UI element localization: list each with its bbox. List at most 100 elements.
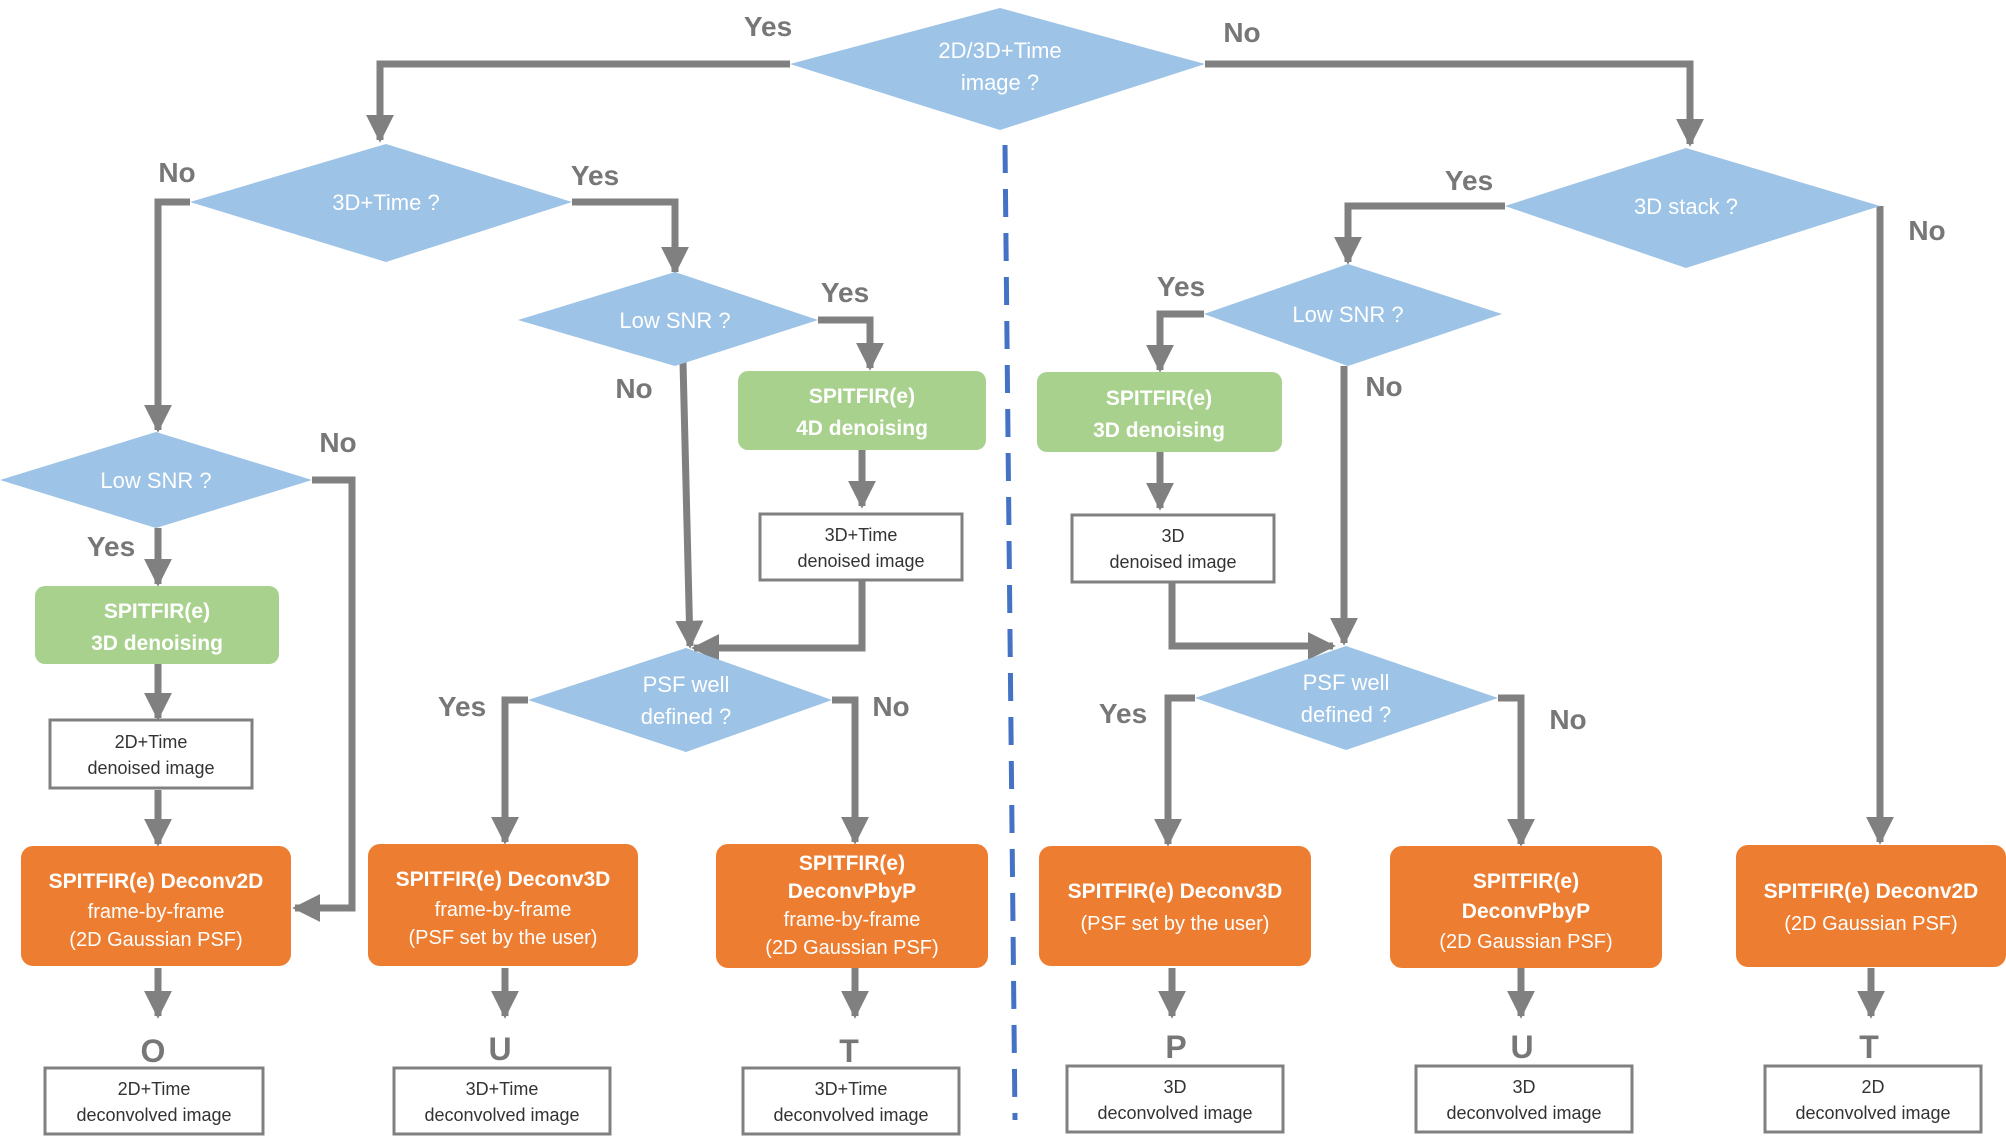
decision-low-snr-mid-label: Low SNR ?: [619, 308, 730, 333]
decision-low-snr-mid: Low SNR ?: [518, 272, 818, 366]
output-2d-time-line1: 2D+Time: [118, 1079, 191, 1099]
output-3d-a: 3D deconvolved image: [1065, 1064, 1285, 1134]
decision-psf-mid-line2: defined ?: [641, 704, 732, 729]
method-deconvpbyp-title2: DeconvPbyP: [1462, 900, 1590, 923]
decision-3d-stack: 3D stack ?: [1505, 148, 1880, 268]
decision-psf-mid: PSF well defined ?: [528, 648, 832, 752]
method-deconv2d-frame-title: SPITFIR(e) Deconv2D: [49, 870, 264, 893]
label-yes-top: Yes: [744, 11, 792, 42]
connectors: [144, 60, 1894, 1019]
intermediate-mid-line2: denoised image: [797, 551, 924, 571]
decision-top-line2: image ?: [961, 70, 1039, 95]
intermediate-mid-line1: 3D+Time: [825, 525, 898, 545]
output-3d-b-line2: deconvolved image: [1446, 1103, 1601, 1123]
output-2d-line1: 2D: [1861, 1077, 1884, 1097]
method-deconv3d-frame-sub2: (PSF set by the user): [409, 927, 598, 949]
output-3d-time-a-line2: deconvolved image: [424, 1105, 579, 1125]
method-deconvpbyp-sub1: (2D Gaussian PSF): [1439, 931, 1612, 953]
method-deconvpbyp-frame-sub2: (2D Gaussian PSF): [765, 937, 938, 959]
output-3d-time-a: 3D+Time deconvolved image: [392, 1066, 612, 1136]
label-no-snr-right: No: [1365, 371, 1402, 402]
decision-psf-right-line2: defined ?: [1301, 702, 1392, 727]
label-yes-stack: Yes: [1445, 165, 1493, 196]
label-no-time3d: No: [158, 157, 195, 188]
method-deconv2d-frame-sub1: frame-by-frame: [88, 901, 225, 923]
method-deconvpbyp-title1: SPITFIR(e): [1473, 870, 1579, 893]
method-deconv3d-sub1: (PSF set by the user): [1081, 913, 1270, 935]
label-yes-snr-mid: Yes: [821, 277, 869, 308]
decision-low-snr-right-label: Low SNR ?: [1292, 302, 1403, 327]
output-3d-b-line1: 3D: [1512, 1077, 1535, 1097]
output-2d: 2D deconvolved image: [1763, 1064, 1983, 1134]
label-yes-snr-left: Yes: [87, 531, 135, 562]
method-deconvpbyp-frame-title2: DeconvPbyP: [788, 880, 916, 903]
intermediate-left-line1: 2D+Time: [115, 732, 188, 752]
method-deconv3d-frame: SPITFIR(e) Deconv3D frame-by-frame (PSF …: [368, 844, 638, 966]
label-no-snr-mid: No: [615, 373, 652, 404]
denoise-3d-right-line2: 3D denoising: [1093, 419, 1225, 442]
denoise-3d-left: SPITFIR(e) 3D denoising: [35, 586, 279, 664]
label-yes-time3d: Yes: [571, 160, 619, 191]
output-2d-time-line2: deconvolved image: [76, 1105, 231, 1125]
code-t-mid: T: [839, 1033, 859, 1069]
output-3d-time-b-line2: deconvolved image: [773, 1105, 928, 1125]
method-deconv2d: SPITFIR(e) Deconv2D (2D Gaussian PSF): [1736, 845, 2006, 967]
label-yes-snr-right: Yes: [1157, 271, 1205, 302]
intermediate-right: 3D denoised image: [1070, 513, 1276, 584]
code-u-right: U: [1510, 1029, 1533, 1065]
decision-psf-mid-line1: PSF well: [643, 672, 730, 697]
method-deconv3d-frame-title: SPITFIR(e) Deconv3D: [396, 868, 611, 891]
decision-low-snr-right: Low SNR ?: [1204, 264, 1502, 366]
output-3d-a-line2: deconvolved image: [1097, 1103, 1252, 1123]
output-2d-line2: deconvolved image: [1795, 1103, 1950, 1123]
intermediate-left: 2D+Time denoised image: [48, 718, 254, 790]
method-deconv3d: SPITFIR(e) Deconv3D (PSF set by the user…: [1039, 846, 1311, 966]
code-u-mid: U: [488, 1031, 511, 1067]
label-no-psf-mid: No: [872, 691, 909, 722]
decision-3d-time: 3D+Time ?: [190, 144, 572, 262]
decision-psf-right: PSF well defined ?: [1195, 646, 1498, 750]
denoise-3d-right-line1: SPITFIR(e): [1106, 387, 1212, 410]
intermediate-left-line2: denoised image: [87, 758, 214, 778]
output-3d-a-line1: 3D: [1163, 1077, 1186, 1097]
code-t-right: T: [1859, 1029, 1879, 1065]
code-p: P: [1165, 1029, 1186, 1065]
intermediate-mid: 3D+Time denoised image: [758, 512, 964, 582]
output-3d-time-b-line1: 3D+Time: [815, 1079, 888, 1099]
method-deconvpbyp-frame-sub1: frame-by-frame: [784, 909, 921, 931]
label-yes-psf-right: Yes: [1099, 698, 1147, 729]
output-3d-time-a-line1: 3D+Time: [466, 1079, 539, 1099]
method-deconv2d-frame: SPITFIR(e) Deconv2D frame-by-frame (2D G…: [21, 846, 291, 966]
output-3d-b: 3D deconvolved image: [1414, 1064, 1634, 1134]
denoise-4d-mid: SPITFIR(e) 4D denoising: [738, 371, 986, 450]
label-no-stack: No: [1908, 215, 1945, 246]
intermediate-right-line1: 3D: [1161, 526, 1184, 546]
label-no-psf-right: No: [1549, 704, 1586, 735]
decision-low-snr-left: Low SNR ?: [0, 432, 312, 528]
output-3d-time-b: 3D+Time deconvolved image: [741, 1066, 961, 1136]
denoise-4d-mid-line2: 4D denoising: [796, 417, 928, 440]
denoise-3d-left-line1: SPITFIR(e): [104, 600, 210, 623]
decision-3d-time-label: 3D+Time ?: [332, 190, 439, 215]
decision-low-snr-left-label: Low SNR ?: [100, 468, 211, 493]
denoise-3d-left-line2: 3D denoising: [91, 632, 223, 655]
label-yes-psf-mid: Yes: [438, 691, 486, 722]
method-deconvpbyp-frame: SPITFIR(e) DeconvPbyP frame-by-frame (2D…: [716, 844, 988, 968]
method-deconv2d-title: SPITFIR(e) Deconv2D: [1764, 880, 1979, 903]
intermediate-right-line2: denoised image: [1109, 552, 1236, 572]
label-no-snr-left: No: [319, 427, 356, 458]
decision-psf-right-line1: PSF well: [1303, 670, 1390, 695]
denoise-3d-right: SPITFIR(e) 3D denoising: [1037, 372, 1282, 452]
method-deconv2d-sub1: (2D Gaussian PSF): [1784, 913, 1957, 935]
method-deconv2d-frame-sub2: (2D Gaussian PSF): [69, 929, 242, 951]
decision-3d-stack-label: 3D stack ?: [1634, 194, 1738, 219]
output-2d-time: 2D+Time deconvolved image: [43, 1066, 265, 1136]
method-deconv3d-frame-sub1: frame-by-frame: [435, 899, 572, 921]
method-deconv3d-title: SPITFIR(e) Deconv3D: [1068, 880, 1283, 903]
center-separator: [1002, 144, 1018, 1121]
denoise-4d-mid-line1: SPITFIR(e): [809, 385, 915, 408]
decision-top-line1: 2D/3D+Time: [938, 38, 1061, 63]
method-deconvpbyp: SPITFIR(e) DeconvPbyP (2D Gaussian PSF): [1390, 846, 1662, 968]
code-o: O: [141, 1033, 166, 1069]
